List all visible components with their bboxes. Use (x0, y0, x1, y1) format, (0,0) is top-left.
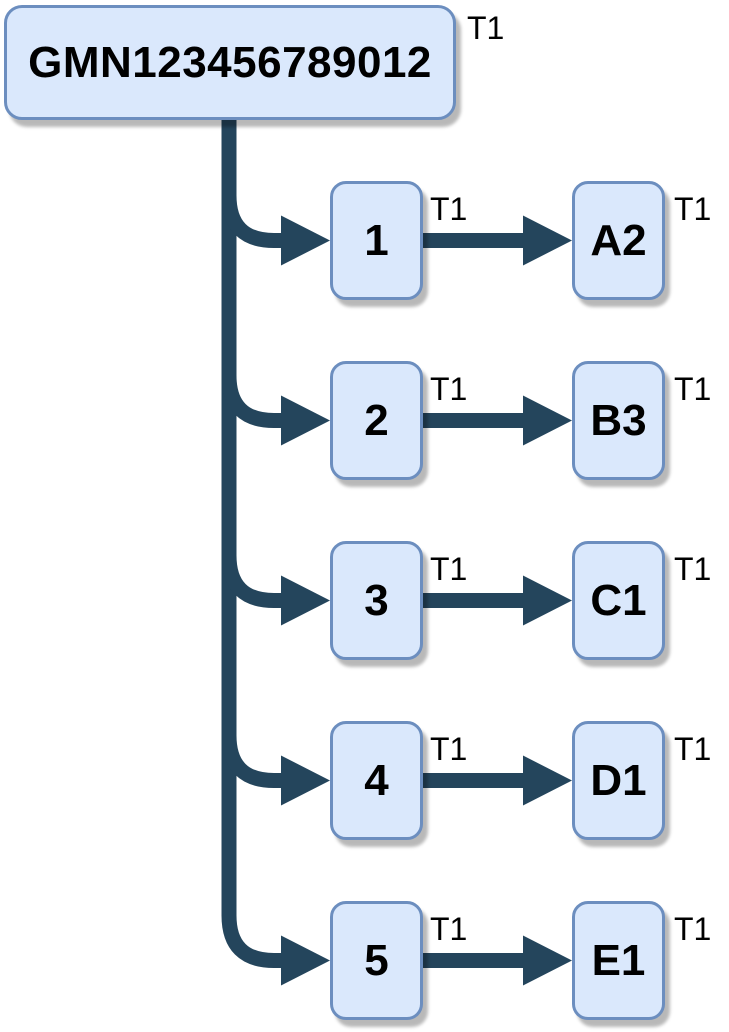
root-node: GMN123456789012 (4, 5, 456, 120)
edge-tag-label: T1 (430, 911, 468, 947)
edge-tag-label: T1 (430, 551, 468, 587)
source-node-label: 2 (364, 395, 389, 445)
target-tag-label: T1 (674, 731, 712, 767)
diagram-row: 5 T1 E1 T1 (0, 901, 729, 1020)
source-node: 5 (330, 901, 423, 1020)
edge-tag-label: T1 (430, 371, 468, 407)
diagram-row: 1 T1 A2 T1 (0, 181, 729, 300)
source-node-label: 4 (364, 755, 389, 805)
source-node-label: 3 (364, 575, 389, 625)
edge-tag-label: T1 (430, 731, 468, 767)
source-node-label: 1 (364, 215, 389, 265)
diagram-row: 3 T1 C1 T1 (0, 541, 729, 660)
target-node: D1 (572, 721, 665, 840)
target-node-label: A2 (590, 215, 647, 265)
target-node-label: B3 (590, 395, 647, 445)
target-tag-label: T1 (674, 371, 712, 407)
target-node: E1 (572, 901, 665, 1020)
source-node: 1 (330, 181, 423, 300)
target-node: B3 (572, 361, 665, 480)
target-node-label: C1 (590, 575, 647, 625)
source-node: 3 (330, 541, 423, 660)
target-node: A2 (572, 181, 665, 300)
target-node: C1 (572, 541, 665, 660)
root-tag-label: T1 (467, 10, 505, 46)
root-node-label: GMN123456789012 (28, 37, 432, 87)
target-node-label: E1 (591, 935, 646, 985)
edge-tag-label: T1 (430, 191, 468, 227)
diagram-row: 4 T1 D1 T1 (0, 721, 729, 840)
target-tag-label: T1 (674, 911, 712, 947)
target-node-label: D1 (590, 755, 647, 805)
source-node: 4 (330, 721, 423, 840)
target-tag-label: T1 (674, 191, 712, 227)
target-tag-label: T1 (674, 551, 712, 587)
diagram-row: 2 T1 B3 T1 (0, 361, 729, 480)
source-node: 2 (330, 361, 423, 480)
source-node-label: 5 (364, 935, 389, 985)
